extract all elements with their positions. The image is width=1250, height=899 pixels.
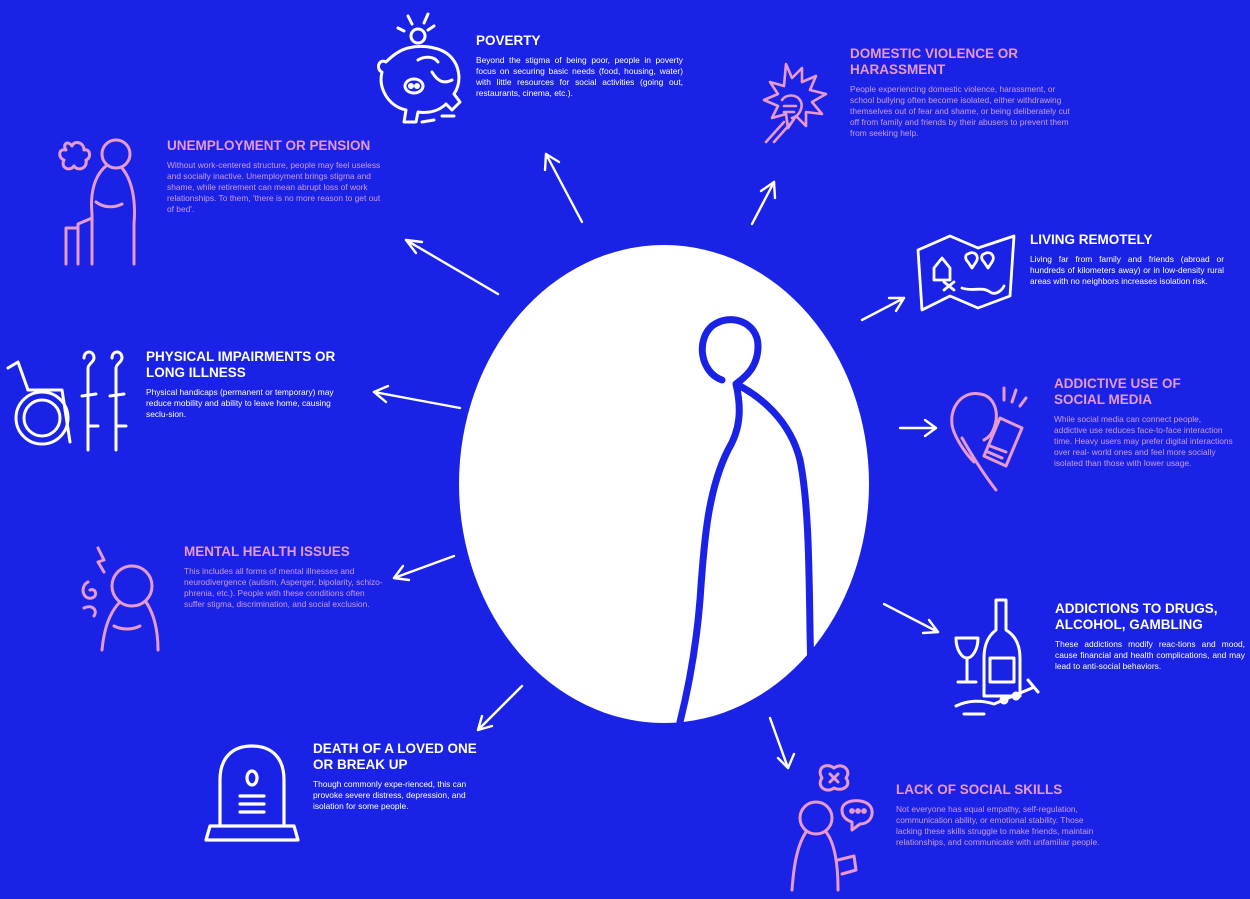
topic-living-remotely: LIVING REMOTELY Living far from family a… [1030, 232, 1224, 287]
arrow-addictions [882, 602, 940, 635]
topic-addictions: ADDICTIONS TO DRUGS, ALCOHOL, GAMBLING T… [1055, 601, 1245, 672]
arrow-social-skills [768, 716, 796, 770]
map-icon [914, 230, 1020, 316]
topic-text: Not everyone has equal empathy, self-reg… [896, 804, 1100, 847]
topic-poverty: POVERTY Beyond the stigma of being poor,… [476, 33, 683, 99]
topic-text: People experiencing domestic violence, h… [850, 84, 1070, 138]
arrow-remote [860, 296, 906, 322]
topic-title: MENTAL HEALTH ISSUES [184, 544, 350, 559]
topic-text: Without work-centered structure, people … [167, 160, 381, 214]
topic-death: DEATH OF A LOVED ONE OR BREAK UP Though … [313, 741, 483, 812]
arrow-physical [372, 384, 462, 410]
speech-bubble-person-icon [782, 758, 878, 894]
topic-social-media: ADDICTIVE USE OF SOCIAL MEDIA While soci… [1054, 376, 1234, 469]
topic-social-skills: LACK OF SOCIAL SKILLS Not everyone has e… [896, 782, 1100, 848]
arrow-domestic [750, 180, 777, 226]
topic-title: POVERTY [476, 33, 541, 48]
topic-text: This includes all forms of mental illnes… [184, 566, 383, 609]
topic-title: LACK OF SOCIAL SKILLS [896, 782, 1063, 797]
topic-title: DEATH OF A LOVED ONE OR BREAK UP [313, 741, 477, 772]
piggy-bank-icon [372, 10, 468, 128]
phone-user-icon [942, 382, 1038, 494]
center-oval [459, 245, 869, 723]
topic-physical-impairments: PHYSICAL IMPAIRMENTS OR LONG ILLNESS Phy… [146, 349, 346, 420]
lonely-person-icon [676, 316, 816, 726]
topic-title: DOMESTIC VIOLENCE OR HARASSMENT [850, 46, 1019, 77]
topic-title: UNEMPLOYMENT OR PENSION [167, 138, 371, 153]
topic-title: LIVING REMOTELY [1030, 232, 1153, 247]
arrow-death [476, 684, 524, 732]
wheelchair-icon [4, 346, 132, 456]
bottle-glass-icon [944, 596, 1044, 722]
topic-title: PHYSICAL IMPAIRMENTS OR LONG ILLNESS [146, 349, 336, 380]
topic-text: Beyond the stigma of being poor, people … [476, 55, 683, 98]
topic-title: ADDICTIVE USE OF SOCIAL MEDIA [1054, 376, 1181, 407]
arrow-social-media [898, 418, 938, 438]
topic-title: ADDICTIONS TO DRUGS, ALCOHOL, GAMBLING [1055, 601, 1218, 632]
topic-mental-health: MENTAL HEALTH ISSUES This includes all f… [184, 544, 384, 610]
topic-text: These addictions modify reac-tions and m… [1055, 639, 1245, 671]
topic-unemployment: UNEMPLOYMENT OR PENSION Without work-cen… [167, 138, 389, 215]
arrow-mental [392, 554, 456, 582]
topic-domestic-violence: DOMESTIC VIOLENCE OR HARASSMENT People e… [850, 46, 1074, 139]
arrow-unemployment [404, 238, 500, 296]
arrow-poverty [543, 152, 584, 224]
topic-text: Living far from family and friends (abro… [1030, 254, 1224, 286]
topic-text: Physical handicaps (permanent or tempora… [146, 387, 334, 419]
topic-text: While social media can connect people, a… [1054, 414, 1233, 468]
head-spiral-icon [74, 538, 168, 652]
topic-text: Though commonly expe-rienced, this can p… [313, 779, 467, 811]
fist-icon [756, 60, 832, 146]
gravestone-icon [200, 740, 304, 844]
seated-person-icon [52, 128, 152, 266]
